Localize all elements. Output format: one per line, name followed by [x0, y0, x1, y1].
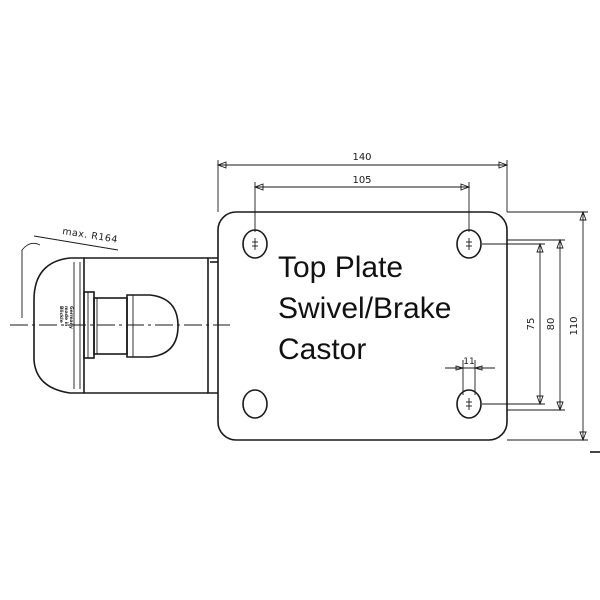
dimension-hole-spacing-height: 75	[482, 242, 545, 406]
label-line-top-plate: Top Plate	[278, 251, 403, 284]
mounting-slot-bottom-left	[242, 389, 268, 419]
overall-height-label: 110	[569, 316, 580, 335]
wheel-marking-line2: made in	[63, 306, 69, 326]
hole-spacing-height-label: 75	[526, 318, 537, 331]
plate-height-80-label: 80	[546, 318, 557, 331]
castor-side-view: Blickle made in Germany	[33, 257, 218, 394]
overall-width-label: 140	[352, 152, 371, 163]
wheel-marking-line3: Germany	[68, 306, 74, 329]
swivel-radius-label: max. R164	[62, 226, 119, 246]
dimension-slot-width: 11	[445, 357, 495, 395]
wheel-marking-line1: Blickle	[58, 306, 64, 323]
hole-spacing-width-label: 105	[352, 175, 371, 186]
wheel-brand-marking: Blickle made in Germany	[58, 306, 74, 329]
label-line-castor: Castor	[278, 333, 366, 366]
mounting-slot-top-left	[242, 229, 268, 259]
dimension-overall-width: 140	[216, 152, 509, 212]
dimension-hole-spacing-width: 105	[253, 175, 471, 232]
slot-width-label: 11	[463, 357, 474, 367]
product-label: Top Plate Swivel/Brake Castor	[278, 251, 451, 366]
dimension-overall-height: 110	[507, 210, 588, 442]
swivel-radius-callout: max. R164	[21, 226, 119, 318]
mounting-slot-bottom-right	[456, 389, 482, 419]
top-plate	[217, 211, 508, 441]
mounting-slot-top-right	[456, 229, 482, 259]
dimension-plate-height-80: 80	[507, 238, 565, 412]
label-line-swivel-brake: Swivel/Brake	[278, 292, 451, 325]
